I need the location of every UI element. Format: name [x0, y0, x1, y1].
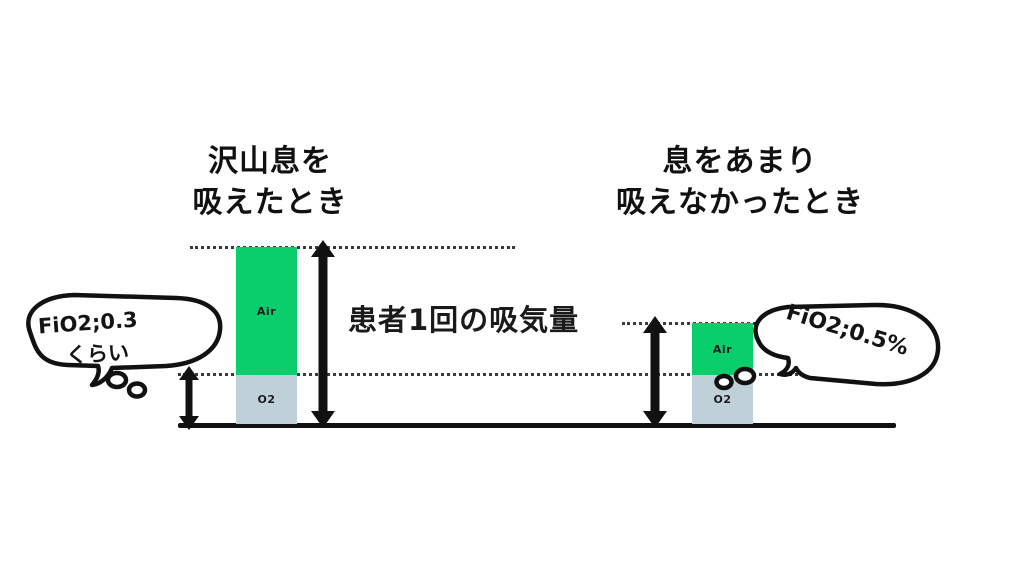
thought-bubble-right	[714, 302, 941, 391]
o2-flow-height-arrow	[179, 366, 199, 430]
bar-segment-air-small: Air	[692, 323, 753, 375]
title-small-breath: 息をあまり 吸えなかったとき	[616, 144, 864, 220]
inspired-volume-bar-small: Air O2	[692, 323, 753, 424]
bar-segment-o2-large: O2	[236, 375, 297, 424]
bubble-left-line2: くらい	[65, 340, 130, 368]
title-large-breath: 沢山息を 吸えたとき	[192, 144, 348, 220]
tidal-volume-arrow-small	[643, 316, 667, 428]
inspired-volume-bar-large: Air O2	[236, 247, 297, 424]
tidal-volume-caption: 患者1回の吸気量	[348, 303, 580, 337]
baseline	[178, 423, 896, 428]
bar-label-o2-small: O2	[713, 393, 732, 406]
dotted-line-top-large	[190, 246, 515, 249]
bar-label-air-small: Air	[712, 342, 733, 356]
bar-segment-air-large: Air	[236, 247, 297, 375]
tidal-volume-arrow-large	[311, 240, 335, 428]
dotted-line-o2-level	[178, 373, 900, 376]
thought-bubble-left	[26, 292, 223, 399]
bar-label-air-large: Air	[256, 304, 277, 318]
bar-label-o2-large: O2	[257, 393, 276, 406]
